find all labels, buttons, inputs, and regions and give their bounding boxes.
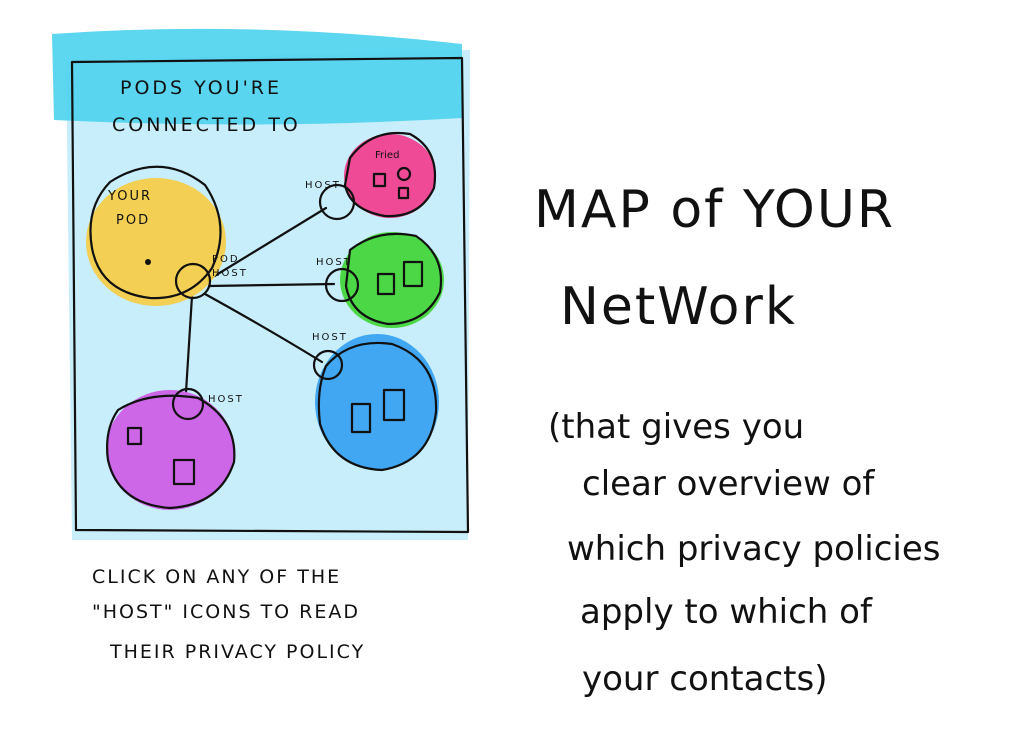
green-host-node (324, 267, 360, 303)
panel-title-line2: CONNECTED TO (112, 114, 301, 136)
blue-pod (315, 334, 439, 472)
purple-pod (106, 390, 236, 510)
blue-pod-outline (317, 341, 438, 472)
blue-contact-icon-2 (382, 388, 406, 422)
pod-host-label-line2: HOST (212, 268, 248, 279)
green-pod-outline (344, 232, 442, 326)
headline-line1: MAP of YOUR (534, 180, 895, 240)
blue-pod-fill (315, 334, 439, 470)
purple-host-icon[interactable]: HOST (171, 387, 244, 421)
headline: MAP of YOUR NetWork (534, 180, 895, 337)
blue-host-icon[interactable]: HOST (312, 332, 348, 381)
blue-host-label: HOST (312, 332, 348, 343)
friend-member-label: Fried (375, 150, 399, 161)
purple-contact-icon-2 (172, 458, 196, 486)
description-line1: (that gives you (548, 407, 804, 447)
green-pod (340, 232, 444, 328)
headline-line2: NetWork (560, 277, 797, 337)
purple-host-node (171, 387, 205, 421)
purple-pod-outline (106, 394, 236, 510)
caption-line1: CLICK ON ANY OF THE (92, 566, 341, 588)
your-pod-label-line1: YOUR (107, 189, 152, 204)
link-to-blue-host (203, 292, 324, 364)
caption-line2: "HOST" ICONS TO READ (92, 601, 360, 623)
pod-host-hub[interactable]: POD HOST (174, 254, 248, 300)
purple-contact-icon-1 (126, 426, 143, 446)
blue-host-node (312, 349, 344, 381)
friend-host-label: HOST (305, 180, 341, 191)
green-host-label: HOST (316, 257, 352, 268)
link-to-purple-host (184, 294, 194, 394)
description-line2: clear overview of (582, 464, 875, 504)
your-pod-dot (145, 259, 151, 265)
panel-title-line1: PODS YOU'RE (120, 77, 282, 99)
friend-host-node (318, 183, 356, 221)
your-pod[interactable]: YOUR POD (86, 165, 226, 306)
description-line5: your contacts) (582, 659, 827, 699)
purple-host-label: HOST (208, 394, 244, 405)
title-band (52, 28, 462, 125)
friend-pod-outline (343, 132, 436, 218)
description-line4: apply to which of (580, 592, 873, 632)
pod-host-node (174, 262, 212, 300)
description-line3: which privacy policies (567, 529, 941, 569)
your-pod-outline (89, 165, 222, 300)
blue-contact-icon-1 (350, 402, 372, 434)
friend-host-icon[interactable]: HOST (305, 180, 356, 221)
green-contact-icon-1 (376, 272, 396, 296)
green-contact-icon-2 (402, 260, 424, 288)
panel-frame (70, 56, 470, 534)
link-to-green-host (207, 282, 336, 288)
link-to-friend-host (206, 206, 328, 282)
friend-pod-fill (344, 134, 436, 218)
purple-pod-fill (106, 390, 234, 510)
your-pod-fill (86, 178, 226, 306)
description: (that gives you clear overview of which … (548, 407, 941, 699)
your-pod-label-line2: POD (116, 213, 150, 228)
green-pod-fill (340, 232, 444, 328)
caption-line3: THEIR PRIVACY POLICY (109, 641, 365, 663)
green-host-icon[interactable]: HOST (316, 257, 360, 303)
friend-contact-icon-1 (372, 172, 387, 188)
instruction-caption: CLICK ON ANY OF THE "HOST" ICONS TO READ… (92, 566, 365, 663)
connections (184, 206, 336, 394)
friend-contact-icon-3 (397, 186, 410, 200)
pod-host-label-line1: POD (212, 254, 240, 265)
friend-pod: Fried (343, 132, 436, 218)
friend-contact-icon-2 (396, 166, 412, 182)
